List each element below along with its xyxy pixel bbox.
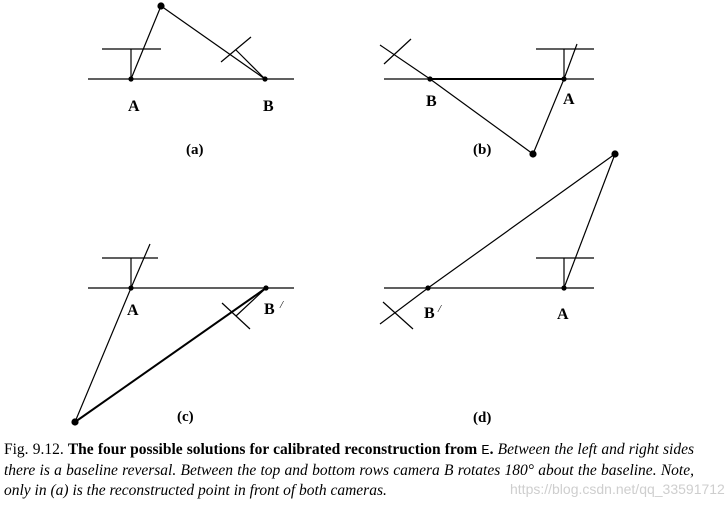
camera-a-ray-upper (130, 243, 151, 289)
caption-title: The four possible solutions for calibrat… (67, 441, 482, 458)
camera-center-b (425, 285, 431, 291)
label-left-camera-prime: / (437, 303, 442, 315)
ray-a (532, 78, 565, 155)
caption-body: Between the left and right sides there i… (4, 441, 694, 499)
label-right-camera: B (263, 98, 274, 115)
camera-center-b (427, 76, 433, 82)
camera-center-b (263, 285, 269, 291)
figure-number: Fig. 9.12. (4, 441, 64, 458)
camera-center-a (561, 285, 567, 291)
panel-c: A B / (c) (71, 243, 294, 426)
label-left-camera: B (424, 305, 435, 322)
reconstructed-point (157, 2, 165, 10)
figure-diagram: A B (a) B A (b) A B / (c) (71, 2, 619, 426)
ray-b (429, 78, 534, 155)
camera-b-axis (235, 287, 267, 317)
camera-b-axis (379, 44, 431, 80)
label-left-camera: A (128, 98, 140, 115)
camera-center-b (262, 76, 268, 82)
ray-a (563, 153, 616, 289)
panel-d: B / A (d) (379, 150, 619, 426)
camera-b-image-plane (382, 301, 414, 330)
ray-a (130, 5, 162, 80)
camera-center-a (128, 76, 134, 82)
label-left-camera: B (426, 93, 437, 110)
camera-b-axis (235, 49, 266, 80)
figure-caption: Fig. 9.12. The four possible solutions f… (4, 440, 694, 501)
camera-b-image-plane (383, 38, 412, 65)
label-right-camera: A (557, 306, 569, 323)
reconstructed-point (529, 150, 537, 158)
label-right-camera: B (264, 301, 275, 318)
watermark: https://blog.csdn.net/qq_33591712 (510, 481, 725, 497)
reconstructed-point (611, 150, 619, 158)
panel-b: B A (b) (379, 38, 594, 158)
ray-b (74, 287, 267, 423)
panel-a: A B (a) (88, 2, 294, 158)
reconstructed-point (71, 418, 79, 426)
label-right-camera: A (563, 91, 575, 108)
ray-b (160, 5, 266, 80)
label-left-camera: A (127, 302, 139, 319)
camera-center-a (128, 285, 134, 291)
panel-label: (c) (177, 409, 194, 425)
camera-center-a (561, 76, 567, 82)
camera-b-image-plane (220, 36, 252, 63)
panel-label: (b) (473, 142, 491, 158)
panel-label: (d) (473, 410, 491, 426)
camera-b-axis (379, 287, 429, 325)
ray-b (427, 153, 616, 289)
panel-label: (a) (186, 142, 204, 158)
caption-title-end: . (489, 441, 494, 458)
caption-title-symbol: E (481, 443, 490, 459)
camera-a-ray-upper (563, 43, 578, 80)
label-right-camera-prime: / (279, 299, 284, 311)
ray-a (74, 287, 132, 423)
